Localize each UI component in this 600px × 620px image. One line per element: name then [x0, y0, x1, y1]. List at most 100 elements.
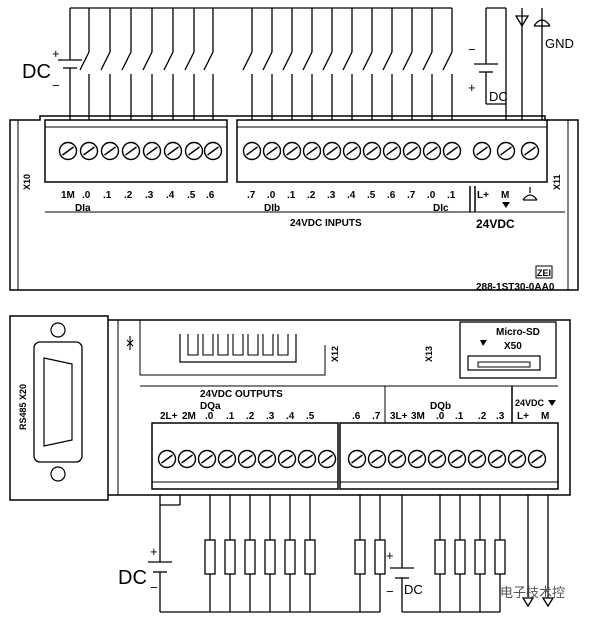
output-terminal-label: 3L+ [390, 411, 408, 422]
output-terminal-screw [407, 449, 427, 469]
output-terminal-label: .3 [496, 411, 505, 422]
minus-sign-bottom-left: − [150, 580, 158, 595]
output-terminal-screw [367, 449, 387, 469]
output-terminal-screw [157, 449, 177, 469]
input-terminal-screw [79, 141, 99, 161]
plus-sign-top-left: + [52, 46, 60, 61]
dc-supply-top-right [474, 7, 507, 120]
group-dib-label: DIb [264, 203, 280, 214]
input-terminal-label: .6 [387, 190, 396, 201]
power-label-bottom: 24VDC [515, 398, 545, 408]
input-terminal-label: .1 [447, 190, 456, 201]
input-terminal-label: .3 [327, 190, 336, 201]
output-terminal-label: .1 [455, 411, 464, 422]
output-terminal-screw [527, 449, 547, 469]
input-terminal-label: .2 [124, 190, 133, 201]
input-terminal-screw [282, 141, 302, 161]
input-terminal-label: .0 [267, 190, 276, 201]
input-terminal-label: .1 [287, 190, 296, 201]
output-terminal-label: 2M [182, 411, 196, 422]
connector-x13-label: X13 [424, 346, 434, 362]
input-terminal-label: .2 [307, 190, 316, 201]
minus-sign-top-right: − [468, 42, 476, 57]
plus-sign-bottom-left: + [150, 544, 158, 559]
input-terminal-label: L+ [477, 190, 489, 201]
input-terminal-label: .5 [187, 190, 196, 201]
output-terminal-screw [197, 449, 217, 469]
dc-supply-top-left [58, 8, 82, 120]
power-terminal-label: L+ [517, 411, 529, 422]
power-terminal-label: M [541, 411, 549, 422]
input-terminal-screw [520, 141, 540, 161]
output-terminal-label: .0 [436, 411, 445, 422]
output-terminal-label: .6 [352, 411, 361, 422]
input-terminal-screws [58, 141, 540, 161]
output-terminal-screw [467, 449, 487, 469]
connector-x10-label: X10 [22, 174, 32, 190]
input-terminal-screw [121, 141, 141, 161]
input-terminal-screw [242, 141, 262, 161]
dc-label-bottom-right: DC [404, 582, 423, 597]
input-terminal-label: .4 [347, 190, 356, 201]
output-terminal-label: .1 [226, 411, 235, 422]
minus-sign-bottom-right: − [386, 584, 394, 599]
input-terminal-screw [382, 141, 402, 161]
input-terminal-label: .7 [247, 190, 256, 201]
output-terminal-screw [177, 449, 197, 469]
output-terminal-label: .4 [286, 411, 295, 422]
input-terminal-screw [442, 141, 462, 161]
input-terminal-label: .5 [367, 190, 376, 201]
dc-label-top-left: DC [22, 61, 51, 83]
input-terminal-label: .4 [166, 190, 175, 201]
group-dic-label: DIc [433, 203, 449, 214]
dc-supply-bottom-left [148, 561, 172, 573]
input-terminal-screw [184, 141, 204, 161]
input-terminal-screw [472, 141, 492, 161]
input-terminal-screw [163, 141, 183, 161]
input-terminal-screw [142, 141, 162, 161]
plus-sign-top-right: + [468, 80, 476, 95]
input-terminal-screw [58, 141, 78, 161]
input-terminal-screw [422, 141, 442, 161]
output-terminal-label: .7 [372, 411, 381, 422]
input-terminal-screw [362, 141, 382, 161]
sd-connector-label: X50 [504, 341, 522, 352]
output-terminal-screw [447, 449, 467, 469]
brand-mark: ZEI [537, 268, 551, 278]
output-terminal-screw [217, 449, 237, 469]
input-terminal-screw [302, 141, 322, 161]
input-terminal-label: .0 [82, 190, 91, 201]
input-terminal-screw [342, 141, 362, 161]
dc-label-top-right: DC [489, 89, 508, 104]
input-terminal-label: M [501, 190, 509, 201]
dc-label-bottom-left: DC [118, 567, 147, 589]
latch-icon [126, 336, 134, 350]
watermark-text: 电子技术控 [500, 585, 566, 600]
output-terminal-screw [257, 449, 277, 469]
ground-symbol-icon [514, 8, 551, 120]
x12-connector-pins [187, 334, 289, 356]
gnd-label: GND [545, 36, 574, 51]
input-terminal-label: .6 [206, 190, 215, 201]
input-terminal-label: .1 [103, 190, 112, 201]
output-terminal-label: .0 [205, 411, 214, 422]
inputs-title: 24VDC INPUTS [290, 218, 362, 229]
output-terminal-screw [237, 449, 257, 469]
output-terminal-label: .3 [266, 411, 275, 422]
dc-supply-bottom-right [390, 567, 414, 579]
output-terminal-screw [487, 449, 507, 469]
group-dqb-label: DQb [430, 401, 451, 412]
input-terminal-screw [262, 141, 282, 161]
output-terminal-screw [297, 449, 317, 469]
output-terminal-screws [157, 449, 547, 469]
input-terminal-screw [496, 141, 516, 161]
m-ground-arrow-icon [502, 202, 510, 208]
output-terminal-screw [387, 449, 407, 469]
connector-x11-label: X11 [552, 174, 562, 190]
output-terminal-label: 2L+ [160, 411, 178, 422]
input-switch-wiring [70, 7, 453, 120]
rs485-port-label: RS485 X20 [18, 384, 28, 430]
input-terminal-label: .0 [427, 190, 436, 201]
micro-sd-label: Micro-SD [496, 327, 540, 338]
